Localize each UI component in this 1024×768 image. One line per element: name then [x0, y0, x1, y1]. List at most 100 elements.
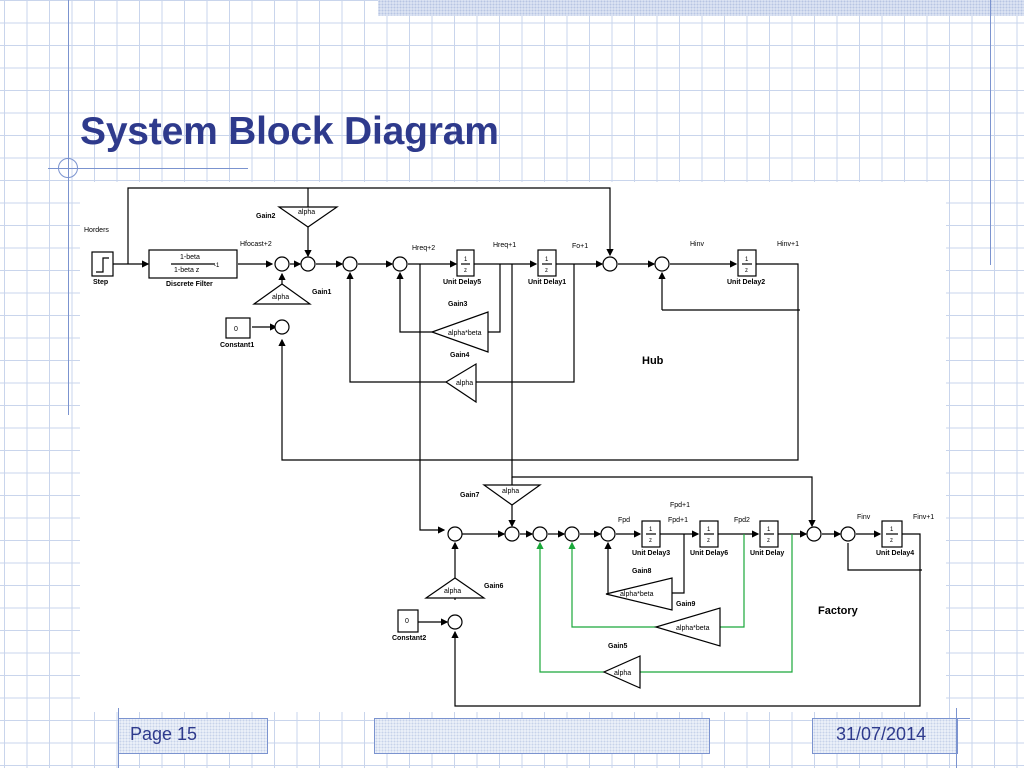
sum-node [806, 526, 822, 542]
sum-node [600, 526, 616, 542]
gain3-alphabeta: alpha*beta [448, 330, 482, 337]
factory-blocks [397, 484, 903, 689]
ud1-num: 1 [545, 257, 549, 263]
constant1-label: Constant1 [220, 342, 254, 349]
gain6-triangle [424, 577, 486, 599]
gain8-label: Gain8 [632, 568, 652, 575]
hreq2-label: Hreq+2 [412, 245, 435, 252]
footer-date-box [812, 718, 958, 754]
feedback-wires-green [536, 534, 793, 673]
finv-label: Finv [857, 514, 871, 521]
page-number: Page 15 [130, 724, 198, 744]
ud7-den: z [767, 538, 770, 544]
gain3-label: Gain3 [448, 301, 468, 308]
gain1-triangle [252, 283, 312, 305]
ud6-den: z [707, 538, 710, 544]
unit-delay2-block [737, 249, 757, 277]
sum-junctions [274, 256, 856, 630]
fpd1-label: Fpd+1 [668, 517, 688, 524]
gain7-label: Gain7 [460, 492, 480, 499]
unit-delay-label: Unit Delay [750, 550, 784, 557]
sum-node [840, 526, 856, 542]
sum-node [532, 526, 548, 542]
fpd-label: Fpd [618, 517, 630, 524]
ud2-den: z [745, 268, 748, 274]
gain7-alpha: alpha [502, 488, 519, 495]
gain2-triangle [277, 206, 339, 228]
discrete-filter-label: Discrete Filter [166, 281, 213, 288]
ud5-num: 1 [464, 257, 468, 263]
sum-node [447, 614, 463, 630]
gain5-alpha: alpha [614, 670, 631, 677]
ud6-num: 1 [707, 527, 711, 533]
unit-delay6-label: Unit Delay6 [690, 550, 728, 557]
gain1-label: Gain1 [312, 289, 332, 296]
gain8-triangle [605, 577, 673, 611]
unit-delay5-block [456, 249, 475, 277]
gain4-triangle [444, 362, 477, 404]
top-dotted-band [378, 0, 1024, 16]
ud2-num: 1 [745, 257, 749, 263]
filter-num: 1-beta [180, 254, 200, 261]
unit-delay1-block [537, 249, 557, 277]
hforcast2-label: Hfocast+2 [240, 241, 272, 248]
gain5-triangle [602, 655, 641, 689]
title-underline [48, 168, 248, 169]
constant1-block [225, 317, 251, 339]
gain2-alpha: alpha [298, 209, 315, 216]
factory-label: Factory [818, 605, 859, 617]
block-diagram: Horders Step 1-beta 1-beta z -1 Discrete… [80, 182, 946, 712]
ud3-num: 1 [649, 527, 653, 533]
unit-delay2-label: Unit Delay2 [727, 279, 765, 286]
left-accent-line [68, 0, 69, 415]
hinv1-label: Hinv+1 [777, 241, 799, 248]
gain5-label: Gain5 [608, 643, 628, 650]
constant2-value: 0 [405, 618, 409, 625]
gain4-label: Gain4 [450, 352, 470, 359]
gain6-alpha: alpha [444, 588, 461, 595]
gain9-triangle [653, 607, 721, 647]
unit-delay1-label: Unit Delay1 [528, 279, 566, 286]
ud1-den: z [545, 268, 548, 274]
hub-label: Hub [642, 355, 664, 367]
constant2-label: Constant2 [392, 635, 426, 642]
footer-page-box [118, 718, 268, 754]
factory-wires [418, 530, 922, 707]
gain4-alpha: alpha [456, 380, 473, 387]
footer-middle-box [374, 718, 710, 754]
ud5-den: z [464, 268, 467, 274]
sum-node [564, 526, 580, 542]
gain2-label: Gain2 [256, 213, 276, 220]
sum-node [654, 256, 670, 272]
gain7-triangle [482, 484, 542, 506]
constant2-block [397, 609, 419, 633]
left-ring-icon [58, 158, 78, 178]
gain6-label: Gain6 [484, 583, 504, 590]
gain1-alpha: alpha [272, 294, 289, 301]
sum-node [300, 256, 316, 272]
filter-exp: -1 [214, 263, 220, 269]
ud4-num: 1 [890, 527, 894, 533]
slide-date: 31/07/2014 [836, 724, 927, 744]
ud7-num: 1 [767, 527, 771, 533]
sum-node [392, 256, 408, 272]
diagram-labels: Horders Step 1-beta 1-beta z -1 Discrete… [84, 209, 934, 677]
hreq1-label: Hreq+1 [493, 242, 516, 249]
slide-title: System Block Diagram [80, 110, 499, 153]
finv1-label: Finv+1 [913, 514, 934, 521]
sum-node [602, 256, 618, 272]
hinv-label: Hinv [690, 241, 705, 248]
gain9-label: Gain9 [676, 601, 696, 608]
footer-right-accent [956, 708, 957, 768]
sum-node [447, 526, 463, 542]
sum-node [342, 256, 358, 272]
constant1-value: 0 [234, 326, 238, 333]
gain9-alphabeta: alpha*beta [676, 625, 710, 632]
ud3-den: z [649, 538, 652, 544]
gain3-triangle [430, 311, 489, 353]
right-accent-line [990, 0, 991, 265]
step-label: Step [93, 279, 108, 286]
gain8-alphabeta: alpha*beta [620, 591, 654, 598]
footer-right-tick [940, 718, 970, 719]
sum-node [274, 256, 290, 272]
